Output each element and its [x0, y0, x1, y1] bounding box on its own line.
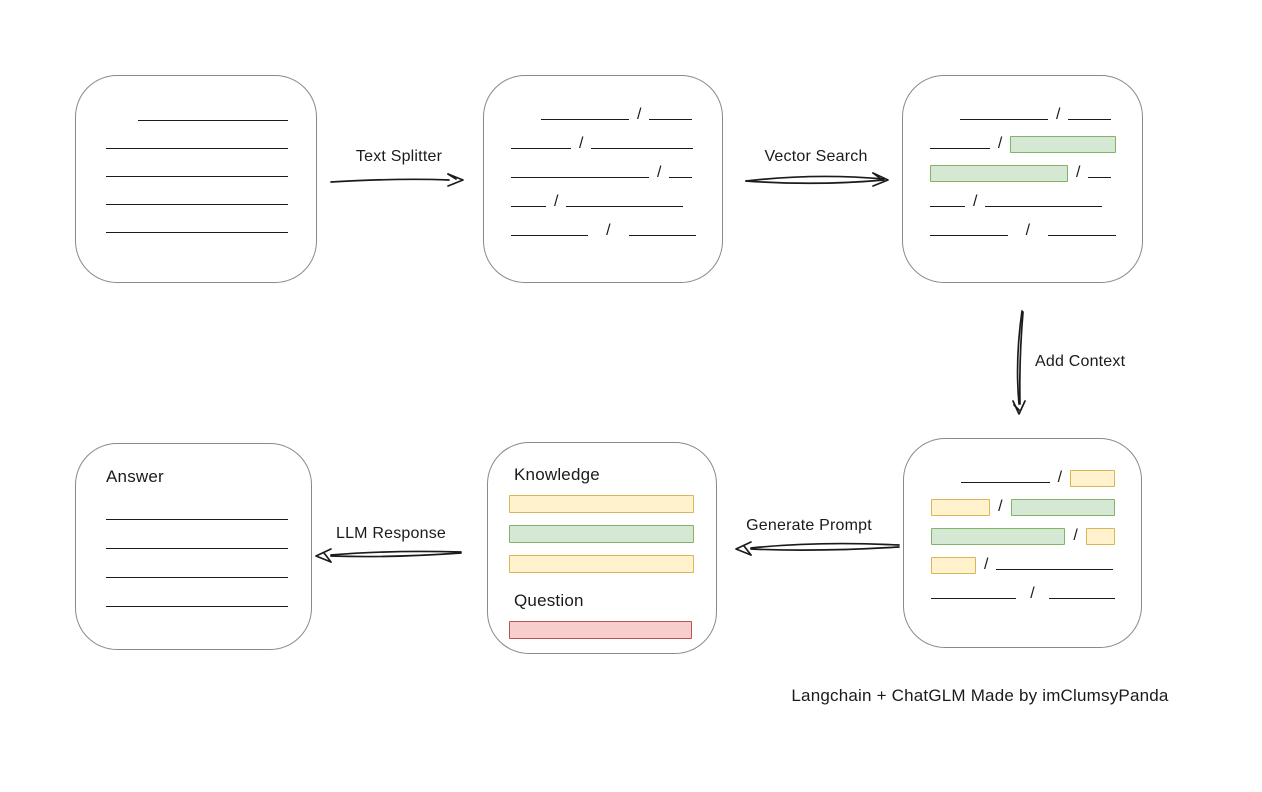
vector-result-rows: ///// [903, 76, 1142, 240]
node-split-chunks[interactable]: ///// [483, 75, 723, 283]
context-chunk-rows: ///// [904, 439, 1141, 603]
answer-text-lines [76, 519, 311, 607]
node-source-document[interactable] [75, 75, 317, 283]
node-context-chunks[interactable]: ///// [903, 438, 1142, 648]
llm-response-label: LLM Response [335, 525, 447, 542]
llm-response-arrow[interactable] [315, 548, 462, 563]
document-text-lines [76, 76, 316, 233]
vector-search-label: Vector Search [764, 148, 868, 165]
add-context-arrow[interactable] [1012, 310, 1026, 415]
text-splitter-arrow[interactable] [330, 173, 464, 187]
vector-search-arrow[interactable] [745, 172, 889, 187]
generate-prompt-label: Generate Prompt [746, 517, 872, 534]
attribution-caption: Langchain + ChatGLM Made by imClumsyPand… [791, 686, 1169, 705]
question-heading: Question [514, 591, 584, 610]
node-vector-search-results[interactable]: ///// [902, 75, 1143, 283]
add-context-label: Add Context [1035, 353, 1126, 370]
knowledge-bars [488, 495, 716, 573]
question-bar [488, 621, 716, 639]
generate-prompt-arrow[interactable] [735, 541, 900, 556]
split-chunk-rows: ///// [484, 76, 722, 240]
answer-heading: Answer [106, 467, 164, 486]
node-prompt[interactable]: Knowledge Question [487, 442, 717, 654]
node-answer[interactable]: Answer [75, 443, 312, 650]
text-splitter-label: Text Splitter [355, 148, 443, 165]
knowledge-heading: Knowledge [514, 465, 600, 484]
